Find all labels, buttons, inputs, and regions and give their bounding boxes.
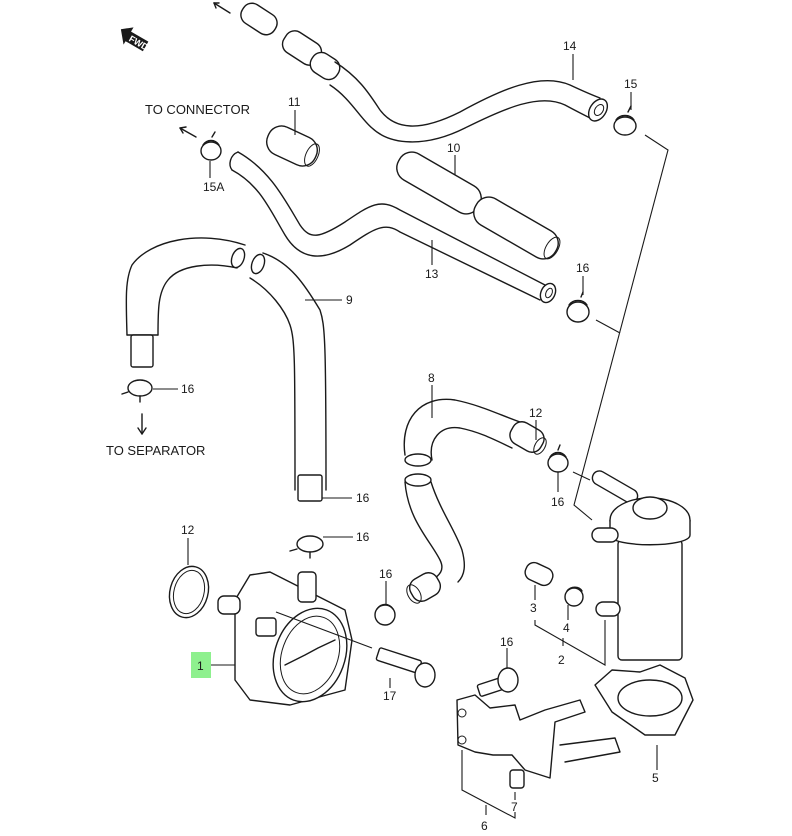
callout-17: 16	[500, 635, 514, 649]
arrow-to-separator-icon	[137, 413, 147, 435]
arrow-to-connector-icon	[179, 126, 197, 138]
callout-16-g: 16	[379, 567, 393, 581]
hose-15a[interactable]	[213, 0, 611, 143]
callout-6: 6	[481, 819, 488, 833]
protector-11[interactable]	[262, 121, 322, 170]
bolt-18[interactable]	[375, 647, 436, 688]
callout-5: 5	[652, 771, 659, 785]
callout-16-f: 16	[551, 495, 565, 509]
callout-4: 4	[563, 621, 570, 635]
clip-16-pump-right[interactable]	[374, 603, 396, 626]
callout-16-a: 15	[624, 77, 638, 91]
clip-4[interactable]	[564, 586, 584, 607]
callout-10: 10	[447, 141, 461, 155]
callout-16-c: 16	[576, 261, 590, 275]
callout-11: 11	[288, 95, 301, 109]
fwd-label: FWD	[127, 34, 150, 53]
bolt-17[interactable]	[476, 667, 519, 697]
callout-16-b: 15A	[203, 180, 224, 194]
hose-9[interactable]	[249, 252, 327, 502]
separator-bracket-5[interactable]	[594, 664, 694, 736]
hose-left-elbow[interactable]	[125, 237, 247, 368]
callout-8: 8	[428, 371, 435, 385]
callout-1: 1	[197, 659, 204, 673]
cap-3[interactable]	[523, 560, 556, 588]
callout-13: 12	[529, 406, 543, 420]
highlight-marker	[191, 652, 211, 678]
callout-15a: 14	[563, 39, 577, 53]
vapor-separator[interactable]	[590, 468, 691, 661]
callout-18: 17	[383, 689, 397, 703]
protector-13[interactable]	[506, 418, 549, 456]
clip-16-pump-top[interactable]	[289, 535, 324, 559]
o-ring-12[interactable]	[164, 562, 214, 622]
callout-16-e: 16	[356, 530, 370, 544]
to-separator-caption: TO SEPARATOR	[106, 443, 205, 458]
callout-12: 12	[181, 523, 195, 537]
callout-14: 16	[356, 491, 370, 505]
hose-8[interactable]	[403, 398, 521, 605]
callout-15: 13	[425, 267, 439, 281]
callout-16-d: 16	[181, 382, 195, 396]
clip-16-top-right[interactable]	[613, 105, 637, 136]
hose-15[interactable]	[229, 151, 559, 305]
to-connector-caption: TO CONNECTOR	[145, 102, 250, 117]
clip-16-connector[interactable]	[200, 131, 222, 161]
fwd-arrow-icon: FWD	[120, 27, 150, 53]
clip-16-right-mid[interactable]	[566, 291, 590, 323]
clip-16-separator[interactable]	[547, 444, 569, 473]
callout-7: 7	[511, 800, 518, 814]
collar-7[interactable]	[509, 769, 525, 789]
hose-10[interactable]	[392, 147, 564, 264]
callout-9: 9	[346, 293, 353, 307]
bracket-6[interactable]	[456, 694, 621, 779]
callout-2: 2	[558, 653, 565, 667]
clip-16-left[interactable]	[121, 379, 153, 403]
fuel-pump-1[interactable]	[217, 571, 359, 712]
callout-3: 3	[530, 601, 537, 615]
